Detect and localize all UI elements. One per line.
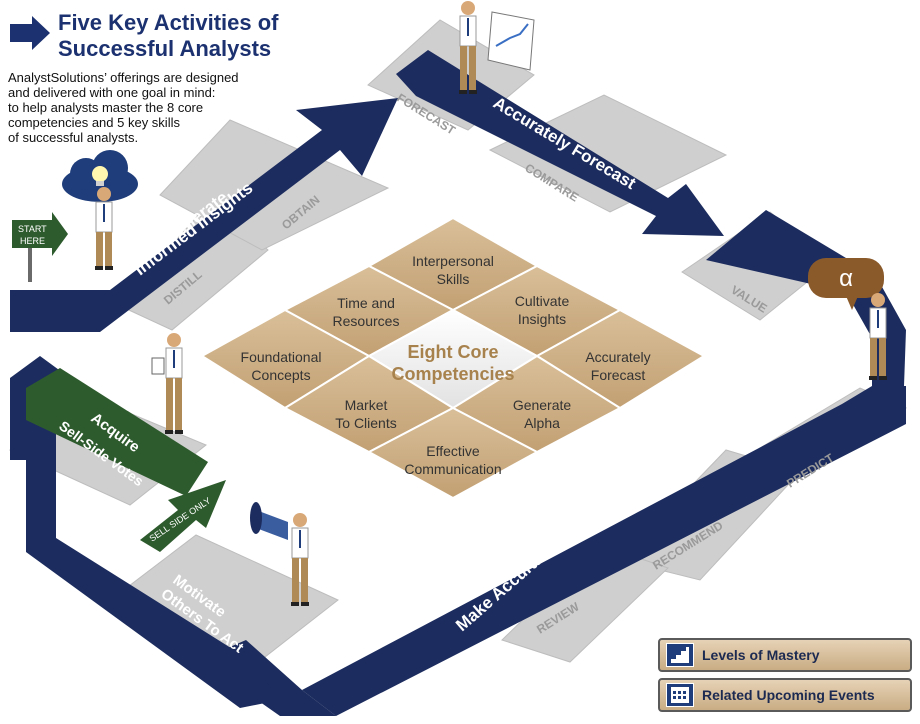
arrow-recommend-top bbox=[706, 210, 906, 386]
arrow-insights bbox=[10, 98, 398, 332]
analyst-figure-insights bbox=[95, 187, 113, 270]
intro-line: and delivered with one goal in mind: bbox=[8, 85, 216, 100]
analyst-figure-votes bbox=[151, 333, 183, 434]
start-label: START bbox=[18, 224, 47, 234]
intro-text: AnalystSolutions’ offerings are designed… bbox=[8, 70, 278, 145]
tile-effective-line2: Communication bbox=[404, 461, 501, 477]
analyst-figure-forecast bbox=[459, 1, 477, 94]
tile-time-line2: Resources bbox=[333, 313, 400, 329]
stairs-icon bbox=[666, 643, 694, 667]
levels-of-mastery-label: Levels of Mastery bbox=[702, 647, 820, 663]
arrow-forecast bbox=[396, 50, 724, 236]
title-line2: Successful Analysts bbox=[58, 36, 272, 61]
tile-foundational-line1: Foundational bbox=[241, 349, 322, 365]
calendar-icon bbox=[666, 683, 694, 707]
lightbulb-cloud-icon bbox=[62, 150, 138, 202]
platform-compare bbox=[488, 94, 728, 213]
tile-interpersonal-line1: Interpersonal bbox=[412, 253, 494, 269]
analyst-figures bbox=[95, 1, 887, 606]
page-title: Five Key Activities of Successful Analys… bbox=[58, 10, 278, 62]
alpha-bubble: α bbox=[808, 258, 884, 310]
intro-line: competencies and 5 key skills bbox=[8, 115, 180, 130]
title-arrow-icon bbox=[10, 16, 50, 50]
analyst-figure-motivate bbox=[291, 513, 309, 606]
related-events-button[interactable]: Related Upcoming Events bbox=[658, 678, 912, 712]
arrow-recommend bbox=[302, 386, 906, 716]
here-label: HERE bbox=[20, 236, 45, 246]
alpha-symbol: α bbox=[839, 265, 853, 292]
tile-market-line1: Market bbox=[345, 397, 388, 413]
arrow-motivate bbox=[26, 460, 280, 708]
arrow-sell-side bbox=[140, 480, 226, 552]
tile-cultivate-line2: Insights bbox=[518, 311, 566, 327]
activity-arrows bbox=[10, 50, 906, 716]
levels-of-mastery-button[interactable]: Levels of Mastery bbox=[658, 638, 912, 672]
title-line1: Five Key Activities of bbox=[58, 10, 279, 35]
tile-accurately-line1: Accurately bbox=[585, 349, 650, 365]
center-line2: Competencies bbox=[391, 364, 514, 384]
competency-labels: Interpersonal Skills Time and Resources … bbox=[241, 253, 651, 477]
analyst-figure-value bbox=[869, 293, 887, 380]
competency-grid bbox=[200, 216, 706, 500]
intro-line: to help analysts master the 8 core bbox=[8, 100, 204, 115]
tile-market-line2: To Clients bbox=[335, 415, 396, 431]
intro-line: AnalystSolutions’ offerings are designed bbox=[8, 70, 239, 85]
megaphone-icon bbox=[250, 502, 288, 540]
related-events-label: Related Upcoming Events bbox=[702, 687, 875, 703]
start-here-sign: START HERE bbox=[12, 212, 68, 282]
whiteboard-icon bbox=[487, 11, 535, 71]
tile-alpha-line1: Generate bbox=[513, 397, 572, 413]
center-line1: Eight Core bbox=[407, 342, 498, 362]
tile-effective-line1: Effective bbox=[426, 443, 480, 459]
tile-effective[interactable] bbox=[366, 406, 540, 500]
tile-cultivate-line1: Cultivate bbox=[515, 293, 570, 309]
tile-alpha-line2: Alpha bbox=[524, 415, 560, 431]
tile-interpersonal-line2: Skills bbox=[437, 271, 470, 287]
tile-foundational-line2: Concepts bbox=[251, 367, 310, 383]
tile-accurately-line2: Forecast bbox=[591, 367, 646, 383]
tile-time-line1: Time and bbox=[337, 295, 395, 311]
intro-line: of successful analysts. bbox=[8, 130, 139, 145]
arrow-votes bbox=[26, 368, 208, 496]
